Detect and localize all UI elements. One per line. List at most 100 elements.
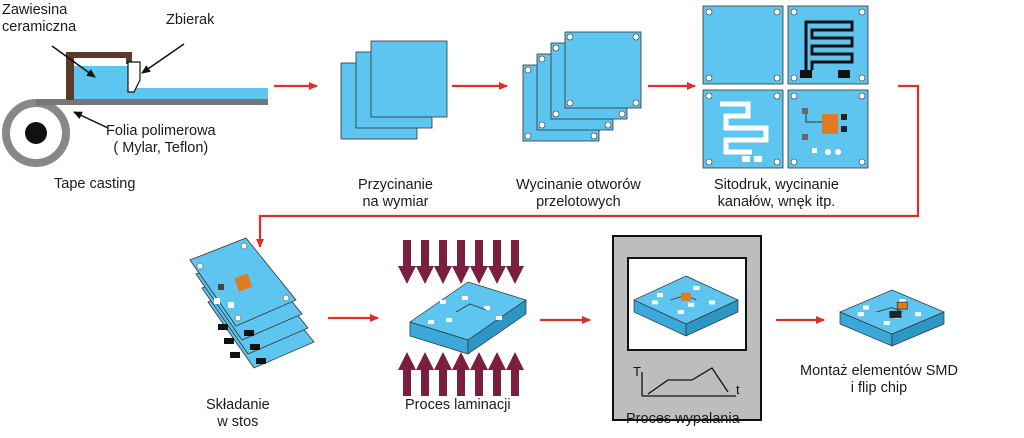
printed-pad xyxy=(857,312,864,317)
printed-tiles xyxy=(702,5,869,169)
lamination-press xyxy=(398,240,527,396)
via-hole xyxy=(604,121,612,129)
film-label: Folia polimerowa( Mylar, Teflon) xyxy=(106,123,216,156)
ceramic-tape xyxy=(70,88,268,99)
cavity xyxy=(742,156,750,162)
temperature-profile xyxy=(647,367,729,395)
via-hole xyxy=(790,158,798,166)
printed-pad xyxy=(496,316,502,320)
graph-x-label: t xyxy=(736,382,740,397)
press-arrow-down xyxy=(506,240,524,284)
printed-pad xyxy=(256,358,266,364)
printed-pad xyxy=(838,70,850,78)
printed-pad xyxy=(428,320,434,324)
printed-pad xyxy=(218,324,228,330)
via-hole xyxy=(282,294,290,302)
printed-pad xyxy=(440,300,446,304)
film-roll-core xyxy=(25,122,47,144)
printed-pad xyxy=(883,321,890,325)
trace xyxy=(805,112,822,123)
tape-casting-illustration xyxy=(2,43,268,167)
printed-pad xyxy=(841,114,847,120)
flow-arrows xyxy=(256,82,920,324)
via-hole xyxy=(538,121,546,129)
printed-pad xyxy=(863,305,869,310)
printed-pad xyxy=(812,148,817,153)
via-hole xyxy=(773,8,781,16)
suspension-reservoir xyxy=(72,66,136,88)
printed-pad xyxy=(677,310,684,314)
arrow-wrap xyxy=(256,84,920,248)
press-arrow-up xyxy=(488,352,506,396)
via-hole xyxy=(705,158,713,166)
via-hole xyxy=(566,99,574,107)
tape-casting-caption: Tape casting xyxy=(54,176,136,192)
lamination-caption: Proces laminacji xyxy=(405,397,511,413)
via-hole xyxy=(552,110,560,118)
printed-pad xyxy=(244,330,254,336)
chip xyxy=(234,273,253,292)
printed-pad xyxy=(802,108,808,114)
mounted-module xyxy=(839,289,945,347)
printed-pad xyxy=(224,338,234,344)
chip xyxy=(681,292,691,301)
printed-pad xyxy=(230,352,240,358)
film-pointer xyxy=(73,111,109,129)
via-hole xyxy=(858,92,866,100)
printed-pad xyxy=(446,318,452,322)
scraper-blade xyxy=(127,61,141,93)
flip-chip xyxy=(889,310,902,318)
via-hole xyxy=(790,92,798,100)
press-arrow-down xyxy=(452,240,470,284)
press-arrow-up xyxy=(398,352,416,396)
press-arrow-down xyxy=(470,240,488,284)
press-arrow-down xyxy=(416,240,434,284)
via-hole xyxy=(552,44,560,52)
laminate-side xyxy=(467,299,527,355)
via-hole xyxy=(705,74,713,82)
tile-blank xyxy=(702,5,784,85)
via-hole xyxy=(590,132,598,140)
trace xyxy=(876,307,903,313)
sheet xyxy=(564,31,642,109)
press-arrow-up xyxy=(470,352,488,396)
via-hole xyxy=(790,74,798,82)
press-arrow-up xyxy=(434,352,452,396)
printed-pad xyxy=(915,312,921,317)
via-hole xyxy=(705,8,713,16)
via-hole xyxy=(773,74,781,82)
printed-pad xyxy=(651,300,658,305)
via-hole xyxy=(773,92,781,100)
via-hole xyxy=(196,262,204,270)
printed-pad xyxy=(250,344,260,350)
printed-pad xyxy=(657,293,663,298)
via-hole xyxy=(790,8,798,16)
printed-pad xyxy=(841,126,847,132)
printed-pad xyxy=(214,298,220,304)
via-hole xyxy=(524,66,532,74)
via-hole xyxy=(618,110,626,118)
graph-y-label: T xyxy=(633,364,641,379)
suspension-pointer xyxy=(51,45,96,78)
via-hole xyxy=(858,8,866,16)
printed-pad xyxy=(800,70,812,78)
sheet xyxy=(370,40,448,118)
via-hole xyxy=(566,33,574,41)
chip-footprint xyxy=(822,114,838,134)
via-hole xyxy=(835,149,841,155)
polymer-film xyxy=(36,99,268,105)
printed-pad xyxy=(693,286,700,290)
via-hole xyxy=(858,158,866,166)
trace xyxy=(455,303,487,313)
cavity xyxy=(754,156,762,162)
press-arrow-down xyxy=(434,240,452,284)
casting-frame xyxy=(66,52,132,100)
via-sheets xyxy=(522,31,642,142)
press-arrow-up xyxy=(452,352,470,396)
printed-pad xyxy=(484,306,490,310)
press-arrow-down xyxy=(398,240,416,284)
stacked-layers xyxy=(189,237,315,369)
